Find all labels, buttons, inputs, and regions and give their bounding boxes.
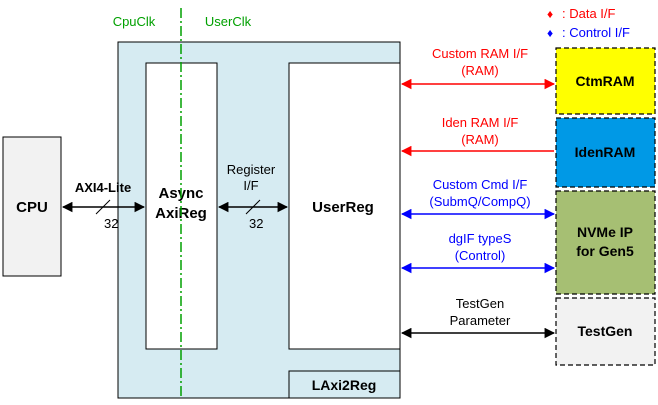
ctmram-label: CtmRAM (575, 73, 634, 89)
custom-cmd-if-label-line2: (SubmQ/CompQ) (429, 194, 530, 209)
testgen-parameter-label-line2: Parameter (450, 313, 511, 328)
custom-ram-if-label-line1: Custom RAM I/F (432, 46, 528, 61)
idenram-block (555, 117, 656, 188)
data-legend-marker: ♦ (547, 7, 553, 21)
userreg-label: UserReg (312, 199, 374, 216)
nvme-ip-label-line2: for Gen5 (576, 243, 634, 259)
dgif-types-label-line2: (Control) (455, 248, 506, 263)
register-if-width: 32 (249, 216, 263, 231)
testgen-parameter-label-line1: TestGen (456, 296, 504, 311)
userreg-block (288, 62, 401, 350)
axi4-lite-label: AXI4-Lite (75, 180, 131, 195)
ctmram-block (555, 47, 656, 115)
axi4-lite-width: 32 (104, 216, 118, 231)
cpuclk-label: CpuClk (113, 14, 156, 29)
register-if-label-line2: I/F (243, 178, 258, 193)
nvme-ip-label-line1: NVMe IP (577, 224, 633, 240)
register-if-bus-slash (245, 199, 261, 215)
idenram-label: IdenRAM (575, 144, 636, 160)
control-legend-marker: ♦ (547, 26, 553, 40)
laxi2reg-label-box (288, 370, 401, 399)
control-legend-label: : Control I/F (562, 25, 630, 40)
testgen-label: TestGen (578, 323, 633, 339)
laxi2reg-label: LAxi2Reg (312, 377, 377, 393)
userclk-label: UserClk (205, 14, 252, 29)
nvme-ip-block (555, 190, 656, 295)
cpu-label: CPU (16, 199, 48, 216)
dgif-types-label-line1: dgIF typeS (449, 231, 512, 246)
iden-ram-if-label-line1: Iden RAM I/F (442, 115, 519, 130)
testgen-block (555, 297, 656, 366)
cpu-block (2, 136, 62, 277)
iden-ram-if-label-line2: (RAM) (461, 132, 499, 147)
custom-cmd-if-label-line1: Custom Cmd I/F (433, 177, 528, 192)
custom-ram-if-label-line2: (RAM) (461, 63, 499, 78)
axi4-lite-bus-slash (95, 199, 111, 215)
data-legend-label: : Data I/F (562, 6, 616, 21)
register-if-label-line1: Register (227, 162, 276, 177)
